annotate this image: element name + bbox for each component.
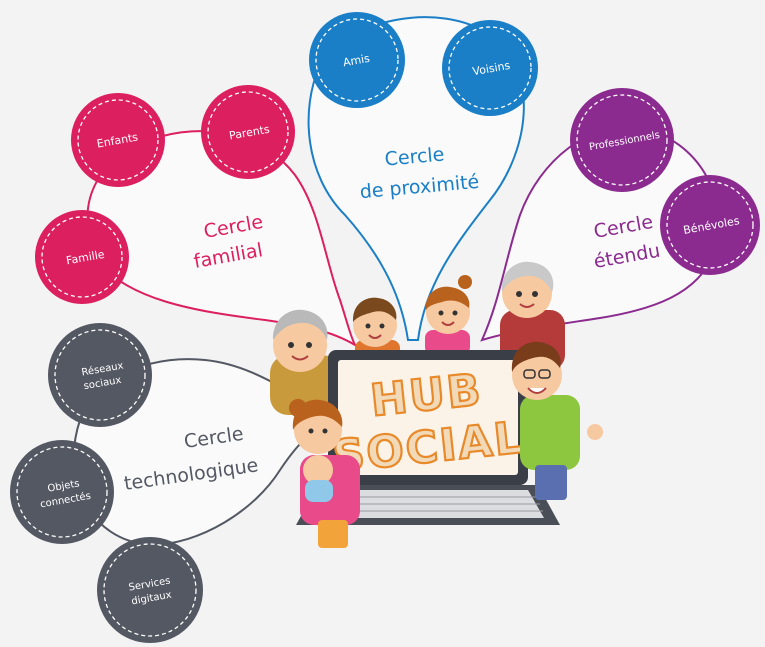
bubble-services-digitaux — [97, 537, 203, 643]
svg-text:Cercle: Cercle — [384, 143, 445, 170]
bubble-benevoles — [660, 175, 760, 275]
bubble-famille — [35, 210, 129, 304]
bubble-objets-connectes — [10, 440, 114, 544]
mother-with-baby-figure — [289, 399, 360, 548]
circle-familial-group: Cercle familial Enfants Parents Famille — [35, 85, 358, 348]
bubble-parents — [201, 85, 295, 179]
man-figure — [511, 341, 603, 500]
hub-title-line1: HUB — [368, 364, 485, 426]
bubble-enfants — [71, 93, 165, 187]
girl-figure — [425, 275, 472, 355]
bubble-amis — [309, 12, 405, 108]
grandfather-figure — [270, 309, 340, 415]
circle-proximite-group: Cercle de proximité Amis Voisins — [307, 12, 538, 341]
circle-technologique-group: Cercle technologique Réseaux sociaux Obj… — [10, 323, 346, 643]
family-illustration: HUB SOCIAL — [270, 261, 603, 548]
circle-proximite-title-1: Cercle — [384, 143, 445, 170]
bubble-reseaux-sociaux — [48, 323, 152, 427]
bubble-amis-label: Amis — [342, 52, 371, 70]
bubble-voisins — [442, 20, 538, 116]
laptop: HUB SOCIAL — [296, 350, 560, 525]
bubble-professionnels — [570, 88, 674, 192]
